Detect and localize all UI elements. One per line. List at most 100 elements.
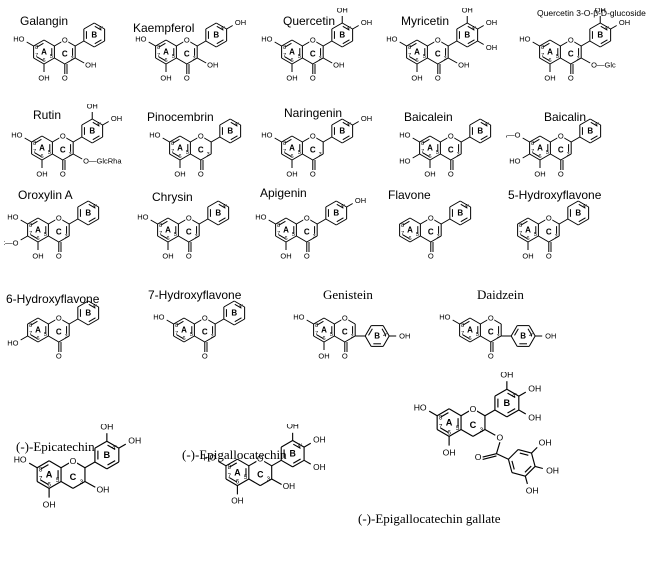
atom-number: 6 xyxy=(322,336,325,342)
compound-name: Apigenin xyxy=(260,186,307,200)
substituent-label: OH xyxy=(235,18,246,27)
double-bond-line xyxy=(316,334,324,340)
substituent-label: HO xyxy=(399,157,410,166)
compound-name: Baicalin xyxy=(544,110,587,124)
ring-c-bond xyxy=(312,153,324,161)
ring-b-letter: B xyxy=(374,332,380,341)
ring-b-bond xyxy=(506,409,520,418)
c3-substituent-label: OH xyxy=(207,61,218,70)
ring-a-bond xyxy=(275,217,287,225)
double-bond-line xyxy=(34,152,42,158)
ring-b-letter: B xyxy=(91,31,97,40)
ring-b-bond xyxy=(599,22,611,30)
ring-b-bond xyxy=(87,300,99,308)
atom-number: 3 xyxy=(497,334,500,340)
carbonyl-oxygen-label: O xyxy=(62,74,68,83)
atom-number: 6 xyxy=(178,154,181,160)
atom-number: 8 xyxy=(408,45,411,51)
ring-c-letter: C xyxy=(60,146,66,155)
substituent-bond xyxy=(352,121,359,126)
ring-a-bond xyxy=(527,235,539,243)
double-bond-line xyxy=(460,203,468,209)
atom-number: 6 xyxy=(290,58,293,64)
compound-name: Oroxylin A xyxy=(18,188,73,202)
double-bond-line xyxy=(34,138,42,144)
atom-number: 7 xyxy=(541,53,544,59)
double-bond-line xyxy=(229,462,238,468)
atom-number: 8 xyxy=(277,223,280,229)
double-bond-line xyxy=(230,135,238,141)
ring-b-bond xyxy=(510,335,518,347)
carbonyl-oxygen-label: O xyxy=(56,352,62,361)
ring-b-link-bond xyxy=(196,40,207,47)
atom-number: 4' xyxy=(341,204,345,210)
carbonyl-oxygen-label: O xyxy=(488,352,494,361)
substituent-label: OH xyxy=(280,252,291,261)
double-bond-line xyxy=(342,135,350,141)
galloyl-ring-bond xyxy=(524,466,536,477)
ring-a-bond xyxy=(291,153,303,161)
substituent-bond xyxy=(399,41,407,47)
atom-number: 5 xyxy=(292,232,295,238)
carbonyl-oxygen-label: O xyxy=(202,352,208,361)
substituent-label: OH xyxy=(100,424,113,431)
atom-number: 8 xyxy=(29,223,32,229)
substituent-bond xyxy=(477,40,484,45)
ring-b-link-bond xyxy=(440,218,451,225)
ring-b-bond xyxy=(77,200,89,208)
substituent-label: HO xyxy=(13,35,24,44)
atom-number: 4' xyxy=(239,304,243,310)
double-bond-line xyxy=(94,39,102,45)
ring-a-bond xyxy=(406,57,418,65)
ring-c-bond xyxy=(306,235,318,243)
ring-b-link-bond xyxy=(484,409,496,417)
ring-b-letter: B xyxy=(104,450,111,460)
double-bond-line xyxy=(590,135,598,141)
ring-a-bond xyxy=(37,317,49,325)
double-bond-line xyxy=(342,121,350,127)
ring-a-bond xyxy=(169,153,181,161)
compound-name: Rutin xyxy=(33,108,62,122)
double-bond-line xyxy=(92,135,100,141)
ring-oxygen-label: O xyxy=(62,36,68,45)
double-bond-line xyxy=(600,25,608,31)
double-bond-line xyxy=(524,465,532,473)
atom-number: 4' xyxy=(529,333,533,339)
double-bond-line xyxy=(216,39,224,45)
atom-number: 8 xyxy=(541,45,544,51)
substituent-bond xyxy=(102,121,109,126)
ring-b-bond xyxy=(91,136,103,144)
ring-a-bond xyxy=(281,135,293,143)
ring-a-bond xyxy=(436,408,450,417)
ring-b-bond xyxy=(589,22,601,30)
ring-b-letter: B xyxy=(289,449,295,459)
substituent-label: OH xyxy=(87,104,98,111)
ring-b-bond xyxy=(528,325,536,337)
atom-number: 5 xyxy=(44,232,47,238)
ring-b-bond xyxy=(331,40,343,48)
substituent-bond xyxy=(412,137,420,143)
galloyl-ring-bond xyxy=(508,449,519,460)
ring-a-bond xyxy=(27,217,39,225)
c3-substituent-label: O—GlcRha xyxy=(83,157,122,166)
ring-a-bond xyxy=(549,57,561,65)
compound-name: 6-Hydroxyflavone xyxy=(6,292,100,306)
ring-b-bond xyxy=(577,200,589,208)
double-bond-line xyxy=(520,234,528,240)
ring-a-bond xyxy=(409,235,421,243)
ring-a-bond xyxy=(291,135,303,143)
atom-number: 7 xyxy=(39,476,43,483)
ring-c-bond xyxy=(200,153,212,161)
atom-number: 7 xyxy=(29,331,32,337)
ring-a-bond xyxy=(539,153,551,161)
ring-oxygen-label: O xyxy=(56,314,62,323)
atom-mask xyxy=(256,454,265,465)
